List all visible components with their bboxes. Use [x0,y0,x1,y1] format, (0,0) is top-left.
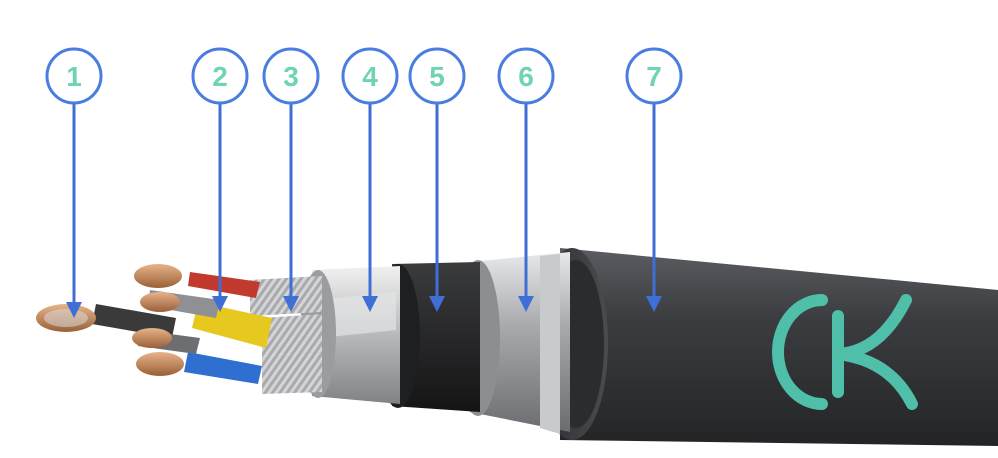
callout-1-label: 1 [66,61,82,92]
callout-4: 4 [343,49,397,103]
callout-1: 1 [47,49,101,103]
callout-4-label: 4 [362,61,378,92]
callout-2-label: 2 [212,61,228,92]
callout-2: 2 [193,49,247,103]
callout-5: 5 [410,49,464,103]
leader-line-1 [66,102,82,318]
outer-jacket [536,248,998,446]
callout-7-label: 7 [646,61,662,92]
callout-6: 6 [499,49,553,103]
callout-6-label: 6 [518,61,534,92]
callout-5-label: 5 [429,61,445,92]
callout-3-label: 3 [283,61,299,92]
callout-7: 7 [627,49,681,103]
callout-3: 3 [264,49,318,103]
